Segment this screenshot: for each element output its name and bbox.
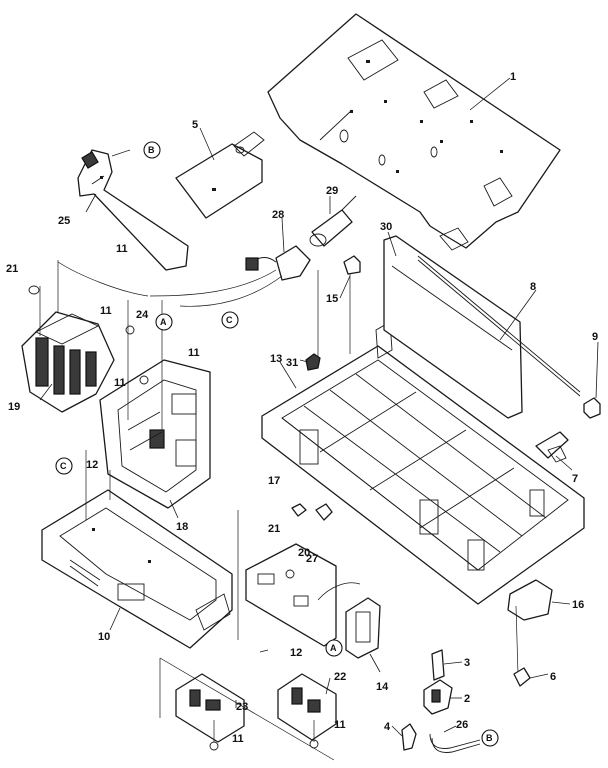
callout-6: 6 [550, 671, 556, 683]
callout-28: 28 [272, 209, 284, 221]
callout-18: 18 [176, 521, 188, 533]
ref-b-bottom: B [481, 729, 499, 747]
callout-1: 1 [510, 71, 516, 83]
callout-4: 4 [384, 721, 391, 733]
callout-20: 20 [298, 547, 310, 559]
part-30-rail [383, 235, 523, 419]
callout-17: 17 [268, 475, 280, 487]
part-7-clip [535, 431, 569, 463]
callout-9: 9 [592, 331, 598, 343]
callout-21-a: 21 [6, 263, 18, 275]
callout-12-b: 12 [290, 647, 302, 659]
callout-21-b: 21 [268, 523, 280, 535]
part-4-spring [401, 723, 417, 751]
part-5-bracket [175, 131, 265, 219]
part-29-knob [309, 195, 357, 247]
part-28-connector [149, 245, 311, 307]
part-18-circuit-board [99, 300, 211, 509]
callout-3: 3 [464, 657, 470, 669]
callout-11-c: 11 [188, 347, 200, 359]
callout-8: 8 [530, 281, 536, 293]
callout-11-e: 11 [232, 733, 244, 745]
callout-13: 13 [270, 353, 282, 365]
part-14-connector [345, 597, 381, 659]
callout-15: 15 [326, 293, 338, 305]
callout-19: 19 [8, 401, 20, 413]
part-27-spacer [315, 503, 333, 521]
part-19-transformer [21, 260, 149, 413]
svg-text:A: A [160, 317, 167, 327]
part-15-block [343, 255, 361, 275]
callout-24: 24 [136, 309, 149, 321]
part-31-bushing [305, 353, 321, 371]
callout-27: 27 [306, 553, 318, 565]
callout-23: 23 [236, 701, 248, 713]
callout-29: 29 [326, 185, 338, 197]
svg-text:B: B [486, 733, 493, 743]
callout-25: 25 [58, 215, 70, 227]
ref-b-top: B [111, 141, 161, 159]
callout-labels: 1 5 29 28 30 8 9 15 13 31 7 16 6 3 2 4 2… [6, 71, 598, 745]
part-8-shaft [417, 255, 581, 397]
svg-text:A: A [330, 643, 337, 653]
callout-2: 2 [464, 693, 470, 705]
callout-26: 26 [456, 719, 468, 731]
callout-22: 22 [334, 671, 346, 683]
part-2-latch [423, 679, 453, 715]
ref-c-cable: C [221, 311, 239, 329]
callout-11-a: 11 [116, 243, 128, 255]
callout-11-b: 11 [100, 305, 112, 317]
callout-7: 7 [572, 473, 578, 485]
callout-30: 30 [380, 221, 392, 233]
part-9-block [583, 397, 601, 419]
ref-c-chassis: C [55, 457, 73, 475]
callout-16: 16 [572, 599, 584, 611]
part-22-board [159, 657, 337, 761]
part-25-bracket [77, 149, 189, 271]
svg-text:C: C [60, 461, 67, 471]
part-10-chassis [41, 450, 233, 649]
callout-10: 10 [98, 631, 110, 643]
svg-text:C: C [226, 315, 233, 325]
part-20-board [237, 510, 361, 647]
part-1-top-plate [267, 13, 561, 251]
part-26-cable [429, 733, 481, 753]
part-13-main-frame [261, 268, 585, 605]
callout-11-d: 11 [114, 377, 126, 389]
ref-a-board: A [155, 313, 173, 331]
callout-11-f: 11 [334, 719, 346, 731]
callout-12-a: 12 [86, 459, 98, 471]
callout-31: 31 [286, 357, 298, 369]
callout-14: 14 [376, 681, 389, 693]
reference-markers: B C A C A B [55, 141, 499, 747]
part-17-spacer [291, 503, 307, 517]
svg-text:B: B [148, 145, 155, 155]
callout-5: 5 [192, 119, 198, 131]
ref-a-center: A [325, 639, 343, 657]
part-16-bracket [507, 579, 553, 621]
part-23-board [175, 673, 245, 751]
leader-lines [39, 77, 599, 737]
part-3-pin [431, 649, 445, 681]
